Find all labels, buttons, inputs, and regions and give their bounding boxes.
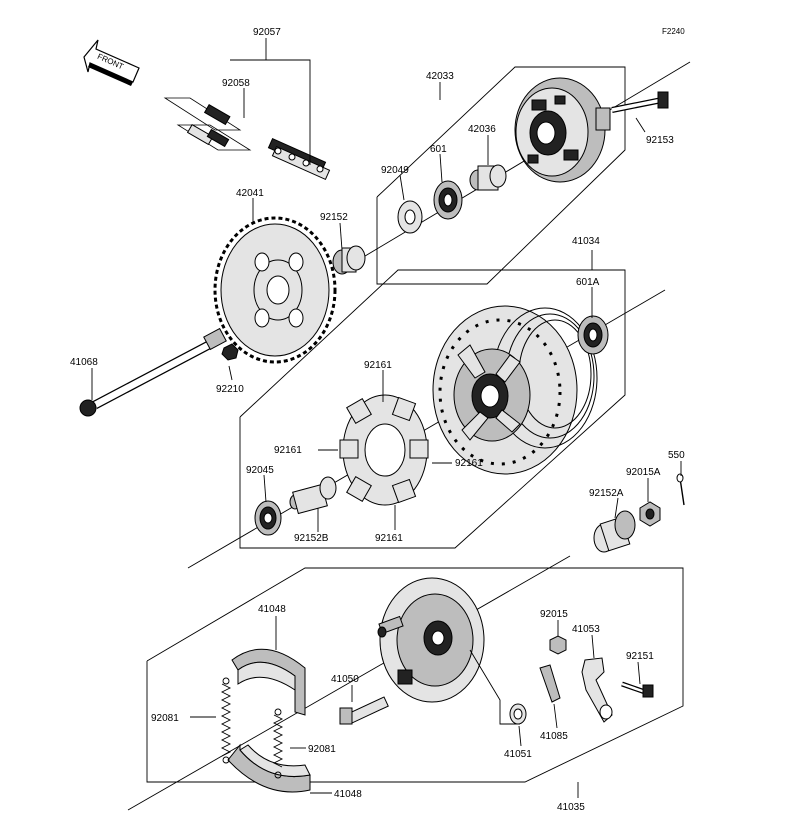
callout-92015A: 92015A — [626, 467, 661, 478]
callout-92161-top: 92161 — [364, 360, 392, 371]
callout-41051: 41051 — [504, 749, 532, 760]
callout-42033: 42033 — [426, 71, 454, 82]
callout-41035: 41035 — [557, 802, 585, 813]
collar-92152A — [593, 510, 636, 553]
callout-41068: 41068 — [70, 357, 98, 368]
callout-92161-bottom: 92161 — [375, 533, 403, 544]
callout-41085: 41085 — [540, 731, 568, 742]
hub-damper-92161 — [339, 394, 429, 506]
callout-601: 601 — [430, 144, 447, 155]
callout-92210: 92210 — [216, 384, 244, 395]
callout-41048-top: 41048 — [258, 604, 286, 615]
brake-panel — [377, 577, 485, 703]
callout-92081-right: 92081 — [308, 744, 336, 755]
brake-shoe-lower-41048 — [227, 743, 311, 793]
figure-code: F2240 — [662, 27, 685, 36]
hub-bolt — [611, 91, 669, 113]
axle-nut-92210 — [221, 343, 239, 361]
drive-chain — [163, 97, 331, 181]
nut-92015 — [549, 635, 567, 655]
spring-left-92081 — [220, 677, 232, 764]
callout-41034: 41034 — [572, 236, 600, 247]
callout-41048-bottom: 41048 — [334, 789, 362, 800]
callout-41050: 41050 — [331, 674, 359, 685]
rear-wheel-hub — [432, 305, 598, 475]
nut-92015A — [639, 501, 661, 527]
bearing-92045 — [254, 500, 282, 536]
brake-cam-41050 — [339, 696, 389, 725]
callout-92153: 92153 — [646, 135, 674, 146]
callout-92081-left: 92081 — [151, 713, 179, 724]
callout-92152A: 92152A — [589, 488, 624, 499]
callout-92152B: 92152B — [294, 533, 329, 544]
collar-42036 — [469, 164, 507, 191]
brake-lever-41053 — [581, 657, 613, 723]
bearing-601 — [433, 180, 463, 220]
callout-92151: 92151 — [626, 651, 654, 662]
callout-42036: 42036 — [468, 124, 496, 135]
rear-sprocket — [213, 216, 337, 364]
oil-seal-92049 — [397, 200, 423, 234]
indicator-41085 — [539, 664, 561, 703]
rear-hub-flange — [514, 77, 611, 183]
callout-550: 550 — [668, 450, 685, 461]
callout-92045: 92045 — [246, 465, 274, 476]
leader-lines — [91, 38, 682, 798]
callout-92057: 92057 — [253, 27, 281, 38]
front-direction-arrow-icon: FRONT — [83, 39, 140, 86]
bolt-92151 — [621, 681, 654, 698]
callout-92152: 92152 — [320, 212, 348, 223]
bearing-601A — [577, 315, 609, 355]
callout-42041: 42041 — [236, 188, 264, 199]
callout-92015: 92015 — [540, 609, 568, 620]
collar-92152 — [332, 245, 366, 275]
brake-shoe-upper-41048 — [231, 648, 306, 716]
spring-right-92081 — [272, 708, 284, 779]
callout-92049: 92049 — [381, 165, 409, 176]
callout-92161-left: 92161 — [274, 445, 302, 456]
sleeve-92152B — [289, 476, 337, 515]
cotter-pin-550 — [676, 473, 685, 506]
callout-92161-right: 92161 — [455, 458, 483, 469]
callout-labels: 92057 92058 42033 601 42036 92153 92049 … — [70, 27, 685, 813]
callout-92058: 92058 — [222, 78, 250, 89]
callout-601A: 601A — [576, 277, 600, 288]
rear-axle — [79, 327, 227, 417]
callout-41053: 41053 — [572, 624, 600, 635]
seal-41051 — [509, 703, 527, 725]
